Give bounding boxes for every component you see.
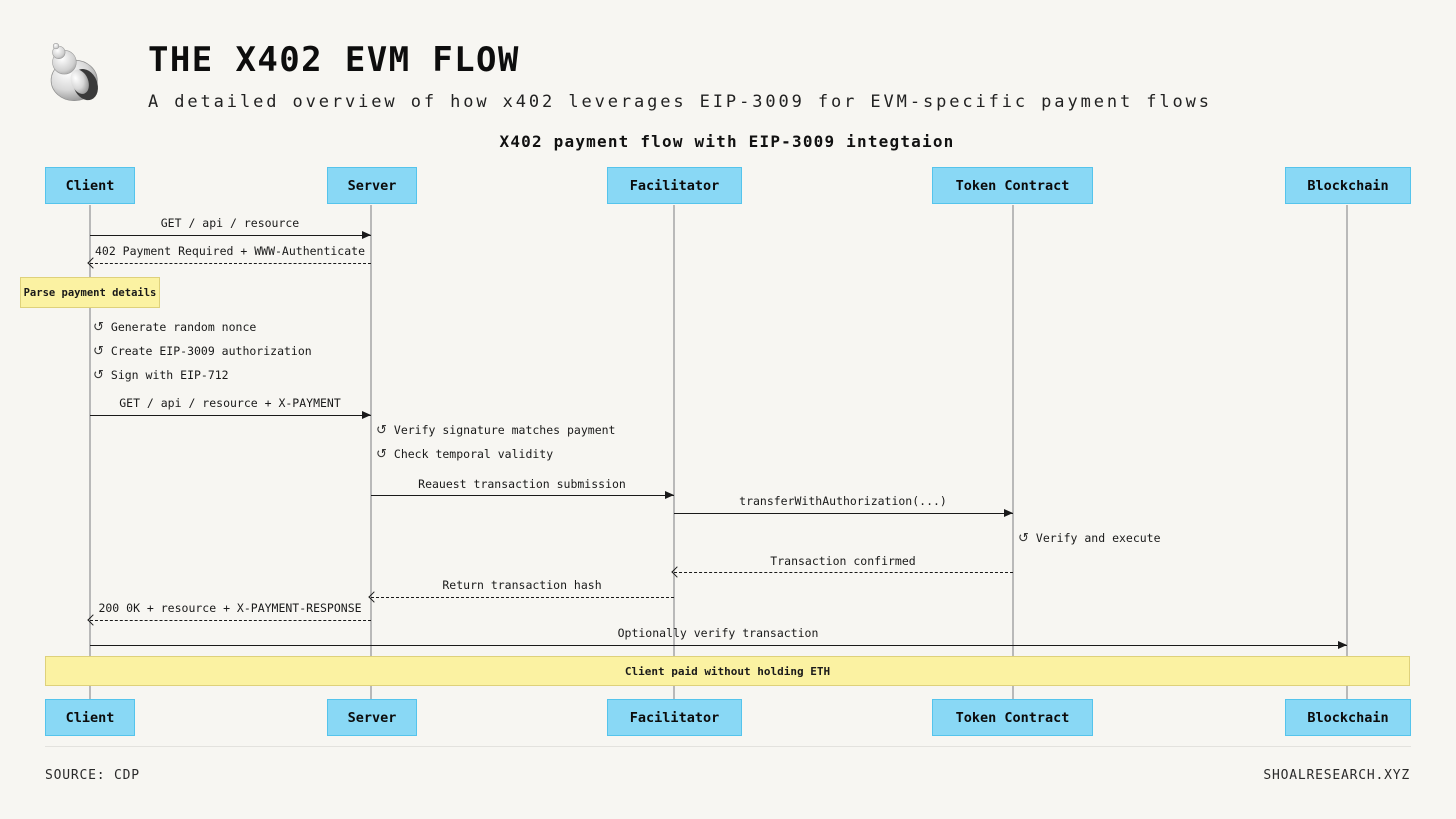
actor-label: Facilitator	[629, 177, 720, 194]
message-arrow	[90, 263, 371, 264]
arrowhead-right-icon	[1338, 641, 1347, 649]
page-title: THE X402 EVM FLOW	[148, 40, 520, 80]
footer-brand-site: SHOALRESEARCH.XYZ	[1263, 768, 1410, 783]
message-label: GET / api / resource	[160, 216, 300, 230]
actor-box-client-top: Client	[45, 167, 135, 204]
loop-icon: ↺	[1018, 531, 1029, 546]
self-action: ↺ Create EIP-3009 authorization	[93, 345, 312, 358]
actor-box-token-contract-top: Token Contract	[932, 167, 1093, 204]
lifeline-facilitator	[673, 205, 675, 699]
actor-box-blockchain-top: Blockchain	[1285, 167, 1411, 204]
actor-box-facilitator-top: Facilitator	[607, 167, 742, 204]
message-arrow	[90, 235, 371, 236]
message-label: Optionally verify transaction	[617, 626, 819, 640]
shell-logo-icon	[50, 43, 98, 102]
note-parse-payment-details: Parse payment details	[20, 277, 160, 308]
actor-label: Client	[65, 709, 115, 726]
self-action-label: Verify signature matches payment	[393, 422, 616, 437]
message-arrow	[674, 572, 1013, 573]
page-subtitle: A detailed overview of how x402 leverage…	[148, 92, 1212, 112]
message-label: Return transaction hash	[442, 578, 602, 592]
actor-label: Server	[347, 709, 397, 726]
actor-label: Token Contract	[955, 177, 1070, 194]
self-action: ↺ Sign with EIP-712	[93, 369, 229, 382]
lifeline-blockchain	[1346, 205, 1348, 699]
diagram-title: X402 payment flow with EIP-3009 integtai…	[499, 132, 955, 151]
self-action: ↺ Verify and execute	[1018, 532, 1161, 545]
message-label: GET / api / resource + X-PAYMENT	[119, 396, 341, 410]
lifeline-token-contract	[1012, 205, 1014, 699]
message-label: 200 0K + resource + X-PAYMENT-RESPONSE	[98, 601, 362, 615]
message-label: 402 Payment Required + WWW-Authenticate	[94, 244, 366, 258]
banner-note: Client paid without holding ETH	[45, 656, 1410, 686]
footer-source: SOURCE: CDP	[45, 768, 140, 783]
message-arrow	[371, 597, 674, 598]
loop-icon: ↺	[93, 344, 104, 359]
lifeline-server	[370, 205, 372, 699]
self-action: ↺ Verify signature matches payment	[376, 424, 615, 437]
message-arrow	[674, 513, 1013, 514]
loop-icon: ↺	[93, 320, 104, 335]
self-action-label: Check temporal validity	[393, 446, 554, 461]
loop-icon: ↺	[376, 423, 387, 438]
message-label: Reauest transaction submission	[418, 477, 626, 491]
arrowhead-right-icon	[362, 231, 371, 239]
self-action-label: Generate random nonce	[110, 319, 257, 334]
actor-box-server-bottom: Server	[327, 699, 417, 736]
self-action-label: Create EIP-3009 authorization	[110, 343, 312, 358]
message-label: transferWithAuthorization(...)	[739, 494, 947, 508]
self-action-label: Sign with EIP-712	[110, 367, 229, 382]
actor-box-blockchain-bottom: Blockchain	[1285, 699, 1411, 736]
message-arrow	[90, 645, 1347, 646]
actor-label: Blockchain	[1307, 177, 1389, 194]
actor-box-facilitator-bottom: Facilitator	[607, 699, 742, 736]
arrowhead-right-icon	[665, 491, 674, 499]
message-arrow	[90, 620, 371, 621]
actor-label: Token Contract	[955, 709, 1070, 726]
message-arrow	[90, 415, 371, 416]
arrowhead-right-icon	[1004, 509, 1013, 517]
lifeline-client	[89, 205, 91, 699]
actor-label: Server	[347, 177, 397, 194]
actor-box-server-top: Server	[327, 167, 417, 204]
banner-label: Client paid without holding ETH	[624, 664, 831, 678]
actor-box-token-contract-bottom: Token Contract	[932, 699, 1093, 736]
message-arrow	[371, 495, 674, 496]
self-action: ↺ Check temporal validity	[376, 448, 553, 461]
loop-icon: ↺	[376, 447, 387, 462]
actor-label: Client	[65, 177, 115, 194]
loop-icon: ↺	[93, 368, 104, 383]
actor-box-client-bottom: Client	[45, 699, 135, 736]
note-label: Parse payment details	[23, 286, 157, 299]
actor-label: Facilitator	[629, 709, 720, 726]
actor-label: Blockchain	[1307, 709, 1389, 726]
message-label: Transaction confirmed	[770, 554, 916, 568]
arrowhead-right-icon	[362, 411, 371, 419]
self-action: ↺ Generate random nonce	[93, 321, 256, 334]
self-action-label: Verify and execute	[1035, 530, 1161, 545]
footer-divider	[45, 746, 1411, 747]
